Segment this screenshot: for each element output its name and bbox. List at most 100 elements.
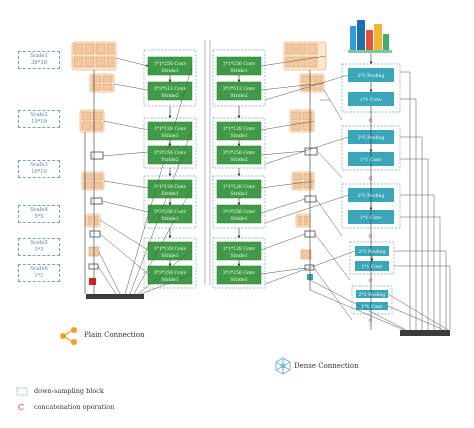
building-image — [348, 20, 392, 65]
node-box — [90, 151, 104, 160]
dense-block-labels: 2*2 Pooling 1*1 Conv 2*2 Pooling 1*1 Con… — [358, 73, 386, 310]
plain-arrows — [97, 57, 193, 295]
conv-label: 1*1 Conv — [360, 215, 382, 221]
scale-name: Scale1 — [30, 53, 48, 59]
stride-label: Stride1 — [230, 133, 247, 139]
plain-connection-label: Plain Connection — [84, 331, 145, 339]
node-box — [304, 195, 317, 203]
feature-cell — [89, 278, 96, 285]
scale-size: 10*10 — [31, 169, 47, 175]
conv-label: 1*1*128 Conv — [223, 126, 256, 132]
scale-label-1: Scale1 38*38 — [18, 51, 60, 69]
stride-label: Stride1 — [230, 191, 247, 197]
scale-label-5: Scale5 3*3 — [18, 238, 60, 256]
pooling-label: 2*2 Pooling — [359, 249, 386, 255]
scale-size: 3*3 — [34, 247, 44, 253]
conv-label: 1*1 Conv — [360, 97, 382, 103]
stride-label: Stride1 — [161, 68, 178, 74]
scale-name: Scale2 — [30, 112, 48, 118]
conv-label: 3*3*256 Conv — [154, 150, 187, 156]
dense-arrows — [260, 55, 451, 331]
feature-map-group — [283, 41, 327, 71]
conv-label: 1*1*128 Conv — [223, 246, 256, 252]
scale-name: Scale6 — [30, 266, 48, 272]
stride-label: Stride1 — [230, 253, 247, 259]
dense-network: c c c c c — [212, 20, 451, 336]
pooling-label: 2*2 Pooling — [359, 292, 386, 298]
conv-stack-1 — [143, 49, 197, 119]
feature-map-group — [89, 73, 115, 93]
conv-stack-2 — [212, 117, 266, 177]
conv-stack-4 — [143, 237, 197, 289]
dense-green-labels: 1*1*256 Conv Stride1 3*3*512 Conv Stride… — [223, 61, 256, 283]
pooling-label: 2*2 Pooling — [358, 135, 385, 141]
stride-label: Stride1 — [161, 133, 178, 139]
scale-size: 5*5 — [34, 214, 44, 220]
feature-map-group — [81, 171, 105, 191]
conv-stack-3 — [143, 175, 197, 239]
node-box — [89, 230, 101, 238]
conv-label: 3*3*256 Conv — [154, 270, 187, 276]
output-bar — [86, 294, 144, 299]
stride-label: Stride1 — [230, 68, 247, 74]
dense-connection-icon — [275, 357, 291, 375]
conv-label: 3*3*256 Conv — [223, 209, 256, 215]
feature-cell — [300, 249, 312, 260]
conv-label: 1*1*256 Conv — [223, 61, 256, 67]
stride-label: Stride1 — [230, 277, 247, 283]
dense-block-5 — [351, 285, 393, 315]
scale-size: 19*19 — [31, 119, 47, 125]
feature-map-group — [291, 171, 315, 191]
scale-label-3: Scale3 10*10 — [18, 160, 60, 178]
feature-map-group — [289, 109, 315, 133]
plain-connection-icon — [60, 327, 77, 345]
pooling-label: 2*2 Pooling — [358, 193, 385, 199]
conv-label: 3*3*256 Conv — [223, 270, 256, 276]
feature-map-group — [71, 41, 117, 71]
dense-block-4 — [349, 241, 395, 275]
conv-label: 1*1*128 Conv — [223, 184, 256, 190]
stride-label: Stride2 — [161, 157, 178, 163]
plain-block-labels: 1*1*256 Conv Stride1 3*3*512 Conv Stride… — [154, 61, 187, 283]
conv-label: 1*1*256 Conv — [154, 61, 187, 67]
scale-name: Scale4 — [30, 207, 48, 213]
conv-label: 1*1*128 Conv — [154, 246, 187, 252]
node-box — [90, 197, 103, 205]
stride-label: Stride2 — [161, 93, 178, 99]
stride-label: Stride1 — [161, 253, 178, 259]
downsampling-label: down-sampling block — [34, 387, 104, 395]
conv-label: 1*1 Conv — [360, 157, 382, 163]
feature-map-group — [299, 73, 325, 93]
stride-label: Stride1 — [161, 277, 178, 283]
feature-map-group — [79, 109, 105, 133]
stride-label: Stride1 — [161, 191, 178, 197]
pooling-label: 2*2 Pooling — [358, 73, 385, 79]
scale-label-6: Scale6 1*1 — [18, 264, 60, 282]
conv-stack-4 — [212, 237, 266, 289]
conv-label: 3*3*512 Conv — [223, 86, 256, 92]
node-box — [88, 263, 99, 270]
conv-label: 3*3*512 Conv — [154, 86, 187, 92]
stride-label: Stride1 — [161, 216, 178, 222]
conv-label: 3*3*256 Conv — [223, 150, 256, 156]
plain-network — [71, 41, 197, 299]
conv-label: 1*1*128 Conv — [154, 184, 187, 190]
scale-name: Scale5 — [30, 240, 48, 246]
conv-label: 1*1*128 Conv — [154, 126, 187, 132]
conv-label: 1*1 Conv — [361, 304, 383, 310]
scale-size: 38*38 — [31, 60, 47, 66]
feature-map-group — [85, 213, 101, 228]
conv-stack-3 — [212, 175, 266, 239]
concat-legend-icon: C — [18, 403, 24, 412]
dense-connection-label: Dense Connection — [294, 362, 359, 370]
output-bar — [400, 330, 450, 336]
scale-size: 1*1 — [34, 273, 44, 279]
node-box — [304, 147, 318, 156]
stride-label: Stride1 — [230, 216, 247, 222]
scale-label-2: Scale2 19*19 — [18, 110, 60, 128]
feature-map-group — [295, 213, 311, 228]
stride-label: Stride2 — [230, 93, 247, 99]
downsampling-legend-icon — [16, 387, 28, 396]
conv-label: 3*3*256 Conv — [154, 209, 187, 215]
